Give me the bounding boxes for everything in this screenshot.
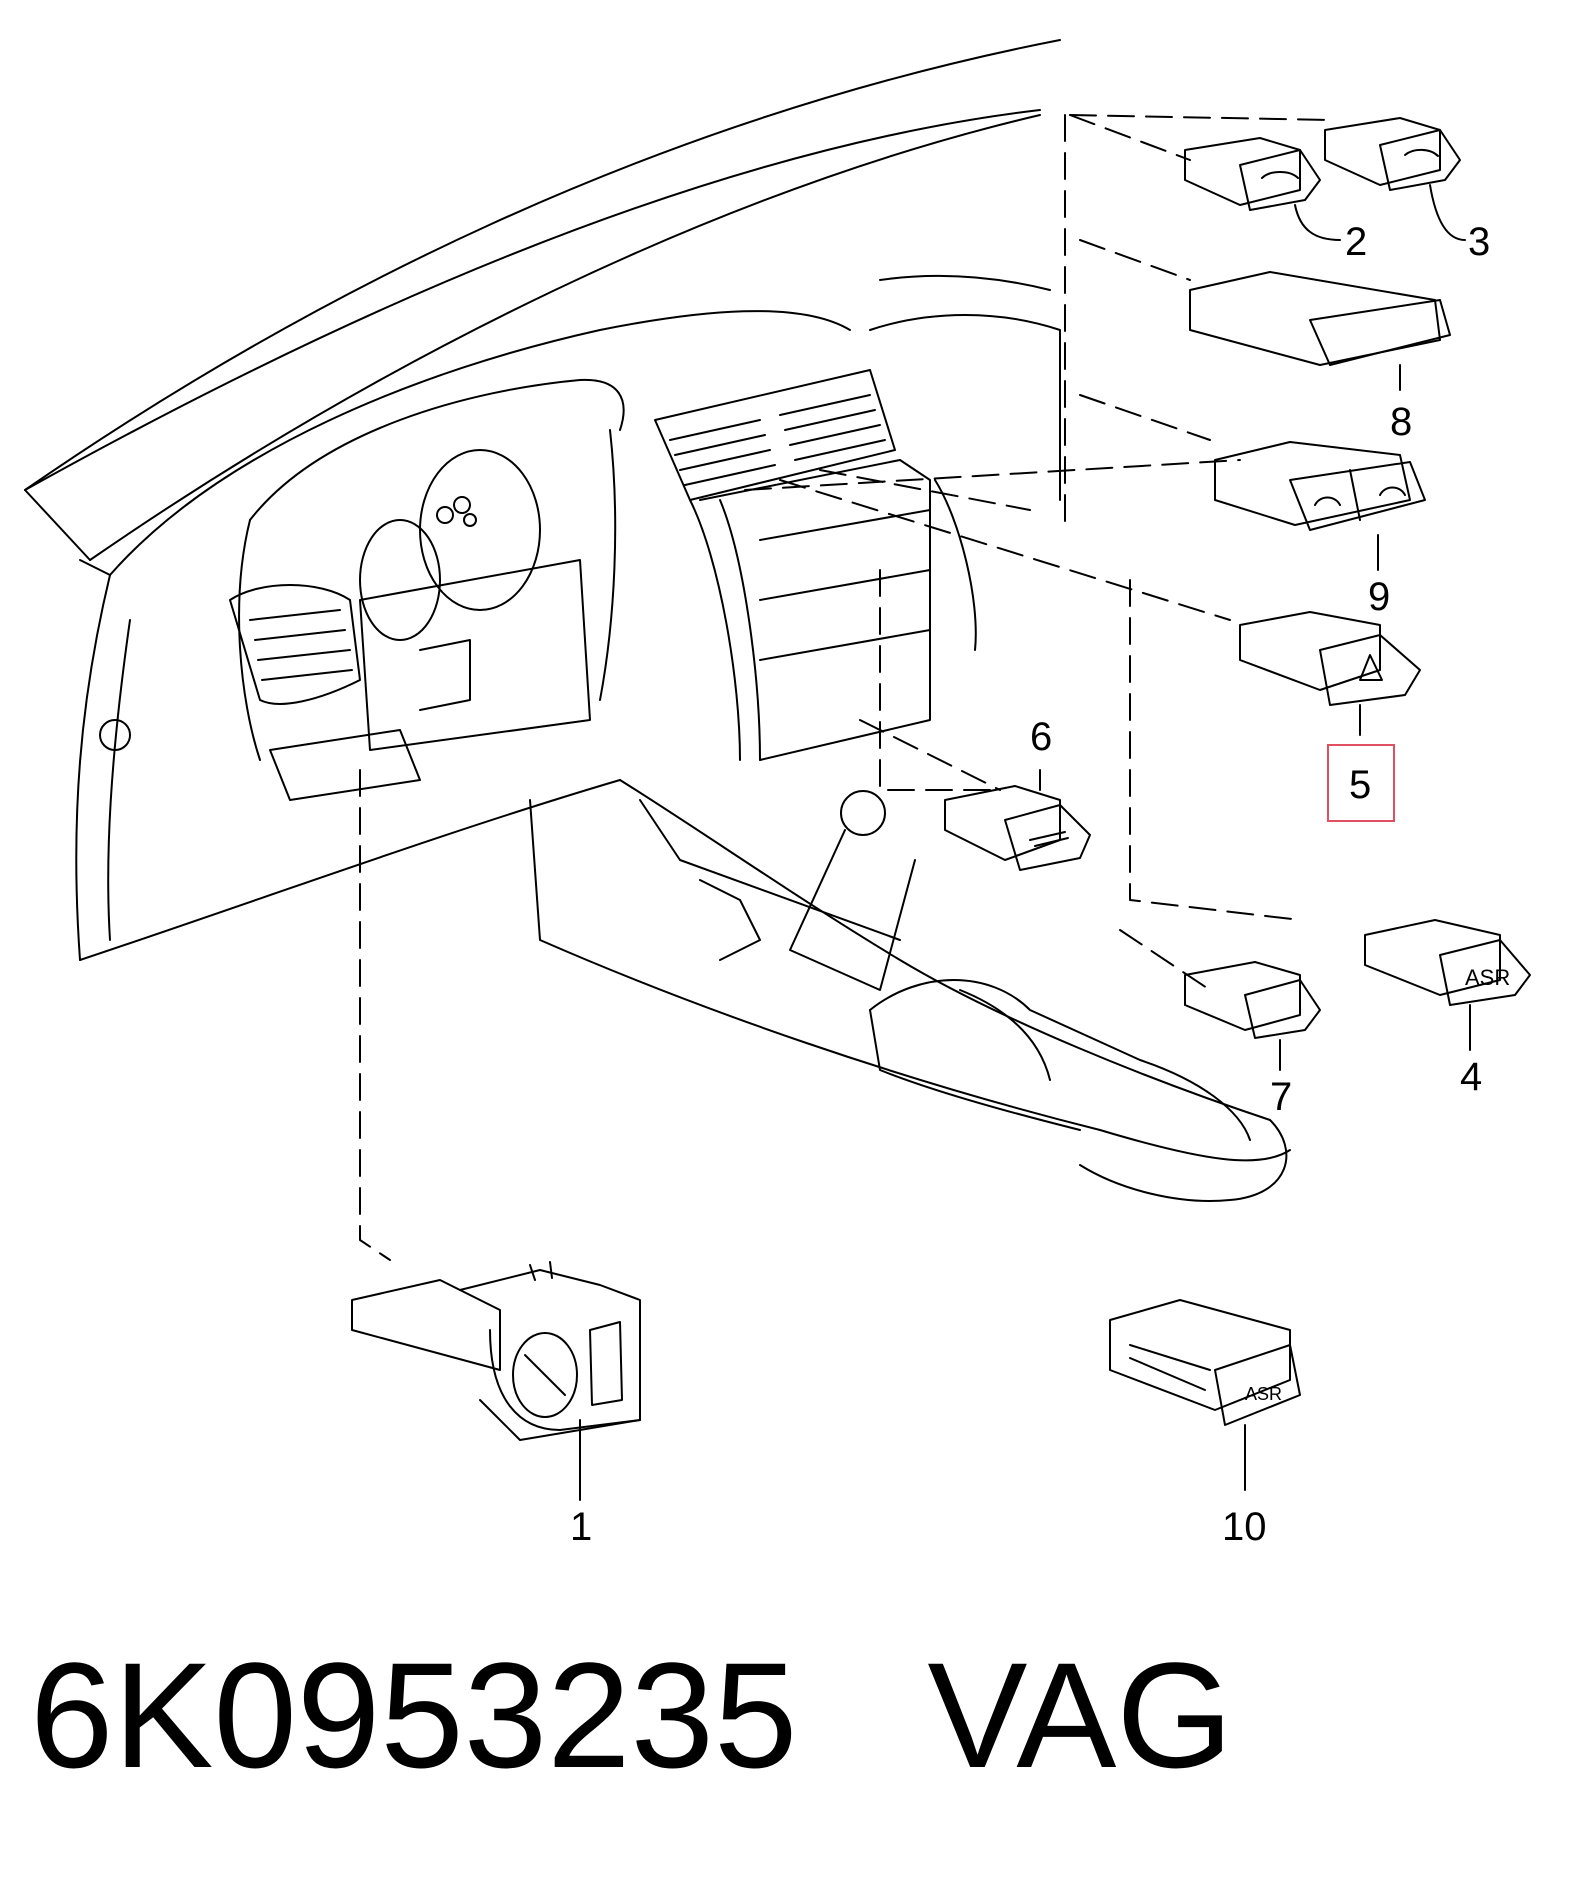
callout-3: 3 xyxy=(1468,220,1490,264)
callout-7: 7 xyxy=(1270,1075,1292,1119)
callout-4: 4 xyxy=(1460,1055,1482,1099)
callout-2: 2 xyxy=(1345,220,1367,264)
parts-diagram: 2 3 8 9 5 6 7 4 1 10 ASR ASR xyxy=(24,39,1531,1549)
callout-9: 9 xyxy=(1368,575,1390,619)
callout-8: 8 xyxy=(1390,400,1412,444)
part-4-asr-switch xyxy=(1364,919,1531,1006)
callout-5: 5 xyxy=(1349,763,1371,807)
callout-5-highlight xyxy=(1327,744,1395,822)
asr-label-part-4: ASR xyxy=(1465,965,1510,990)
part-3-switch xyxy=(1324,117,1461,191)
callout-10: 10 xyxy=(1222,1505,1267,1549)
brand-name: VAG xyxy=(927,1631,1234,1799)
callout-6: 6 xyxy=(1030,715,1052,759)
asr-label-part-10: ASR xyxy=(1245,1384,1282,1404)
part-8-tray xyxy=(1189,271,1451,366)
part-5-hazard-switch xyxy=(1239,611,1421,706)
part-1-light-switch xyxy=(351,1261,641,1441)
callout-leaders xyxy=(579,184,1471,1501)
part-2-switch xyxy=(1184,137,1321,211)
leader-lines xyxy=(359,114,1331,1261)
callout-1: 1 xyxy=(570,1505,592,1549)
dashboard-drawing xyxy=(24,39,1291,1202)
part-number: 6K0953235 xyxy=(30,1631,798,1799)
part-7-blank-cap xyxy=(1184,961,1321,1039)
part-10-asr-switch xyxy=(1109,1299,1301,1426)
part-9-seat-heater-switches xyxy=(1214,441,1426,531)
part-6-rear-defrost-switch xyxy=(944,785,1091,871)
